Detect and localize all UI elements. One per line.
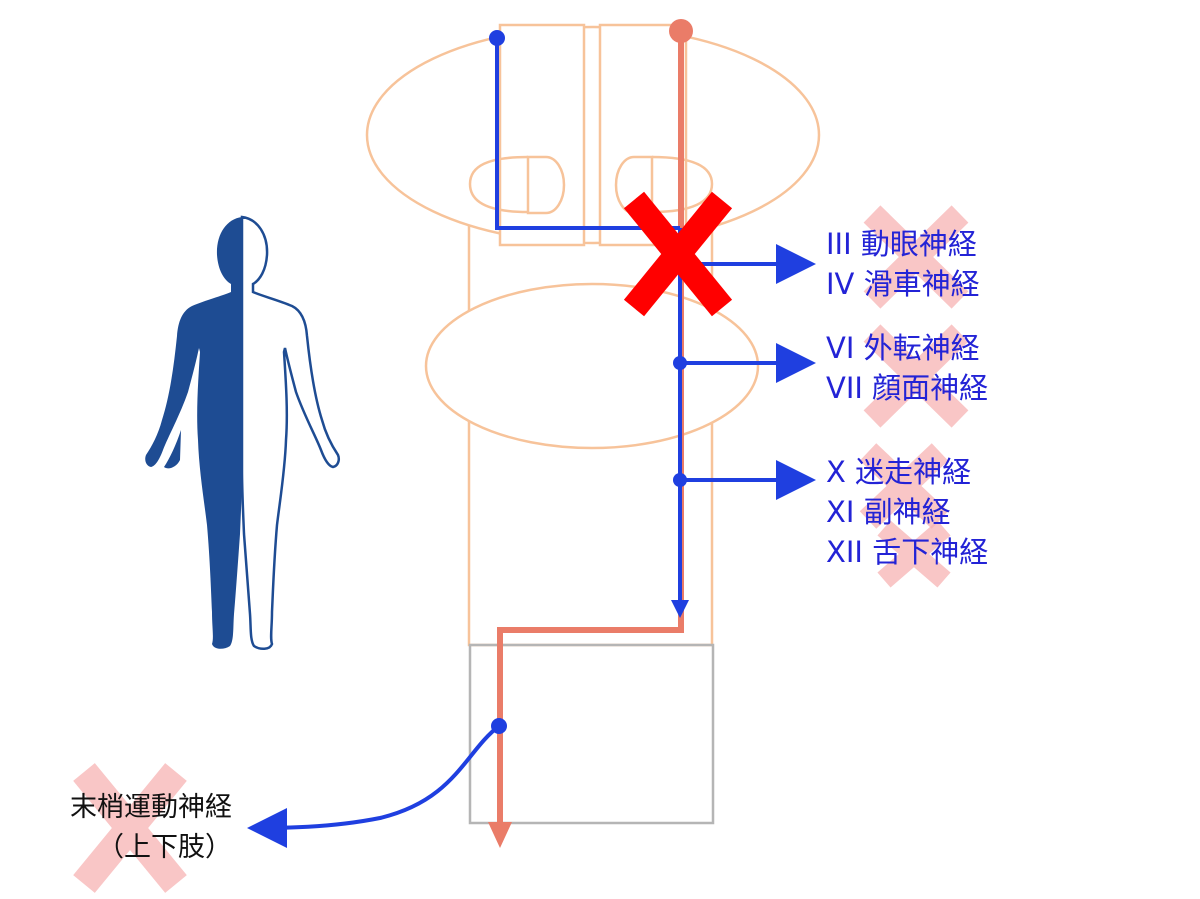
branch-peripheral xyxy=(247,724,501,848)
branch-dot-vagus xyxy=(673,473,687,487)
label-group-oculomotor-trochlear: III 動眼神経 IV 滑車神経 xyxy=(826,224,980,304)
nerve-label-abducens: VI 外転神経 xyxy=(826,331,980,365)
body-right-half-outline xyxy=(240,215,341,650)
left-motor-pathway xyxy=(247,38,816,848)
nerve-label-accessory: XI 副神経 xyxy=(826,495,951,529)
right-pathway-arrowhead xyxy=(488,822,512,848)
hemiplegia-body-figure xyxy=(145,215,341,650)
nerve-label-trochlear: IV 滑車神経 xyxy=(826,267,980,301)
left-pathway-terminal-arrowhead xyxy=(671,600,689,618)
label-group-lower-cranial: X 迷走神経 XI 副神経 XII 舌下神経 xyxy=(826,452,988,572)
impairment-cross-peripheral xyxy=(73,763,187,893)
right-pathway-origin-dot xyxy=(669,19,693,43)
left-hemisphere-strip xyxy=(498,23,586,247)
nerve-label-facial: VII 顔面神経 xyxy=(826,371,989,405)
branch-dots xyxy=(489,30,687,734)
cerebrum-ellipse xyxy=(365,25,821,245)
pons-ellipse xyxy=(424,282,760,450)
impairment-cross-abducens xyxy=(863,324,969,428)
impairment-cross-hypoglossal xyxy=(877,520,951,588)
label-peripheral-motor-nerve: 末梢運動神経 （上下肢） xyxy=(14,788,232,868)
label-group-abducens-facial: VI 外転神経 VII 顔面神経 xyxy=(826,328,988,408)
lesion-x-mark xyxy=(623,191,733,317)
peripheral-label-line-1: 末梢運動神経 xyxy=(70,792,232,823)
nerve-label-vagus: X 迷走神経 xyxy=(826,455,972,489)
midbrain-left-d xyxy=(526,155,566,215)
left-pathway-origin-dot xyxy=(489,30,505,46)
branch-dot-peripheral xyxy=(491,718,507,734)
brain-structures xyxy=(365,23,821,647)
spinal-cord-box xyxy=(468,643,715,825)
peripheral-label-line-2: （上下肢） xyxy=(97,832,232,863)
nerve-label-hypoglossal: XII 舌下神経 xyxy=(826,535,989,569)
impairment-cross-group xyxy=(73,205,969,893)
impairment-cross-vagus xyxy=(859,443,949,529)
branch-dot-abducens xyxy=(673,356,687,370)
nerve-label-oculomotor: III 動眼神経 xyxy=(826,227,977,261)
body-left-half-filled xyxy=(145,217,242,649)
impairment-cross-oculomotor xyxy=(863,205,969,309)
